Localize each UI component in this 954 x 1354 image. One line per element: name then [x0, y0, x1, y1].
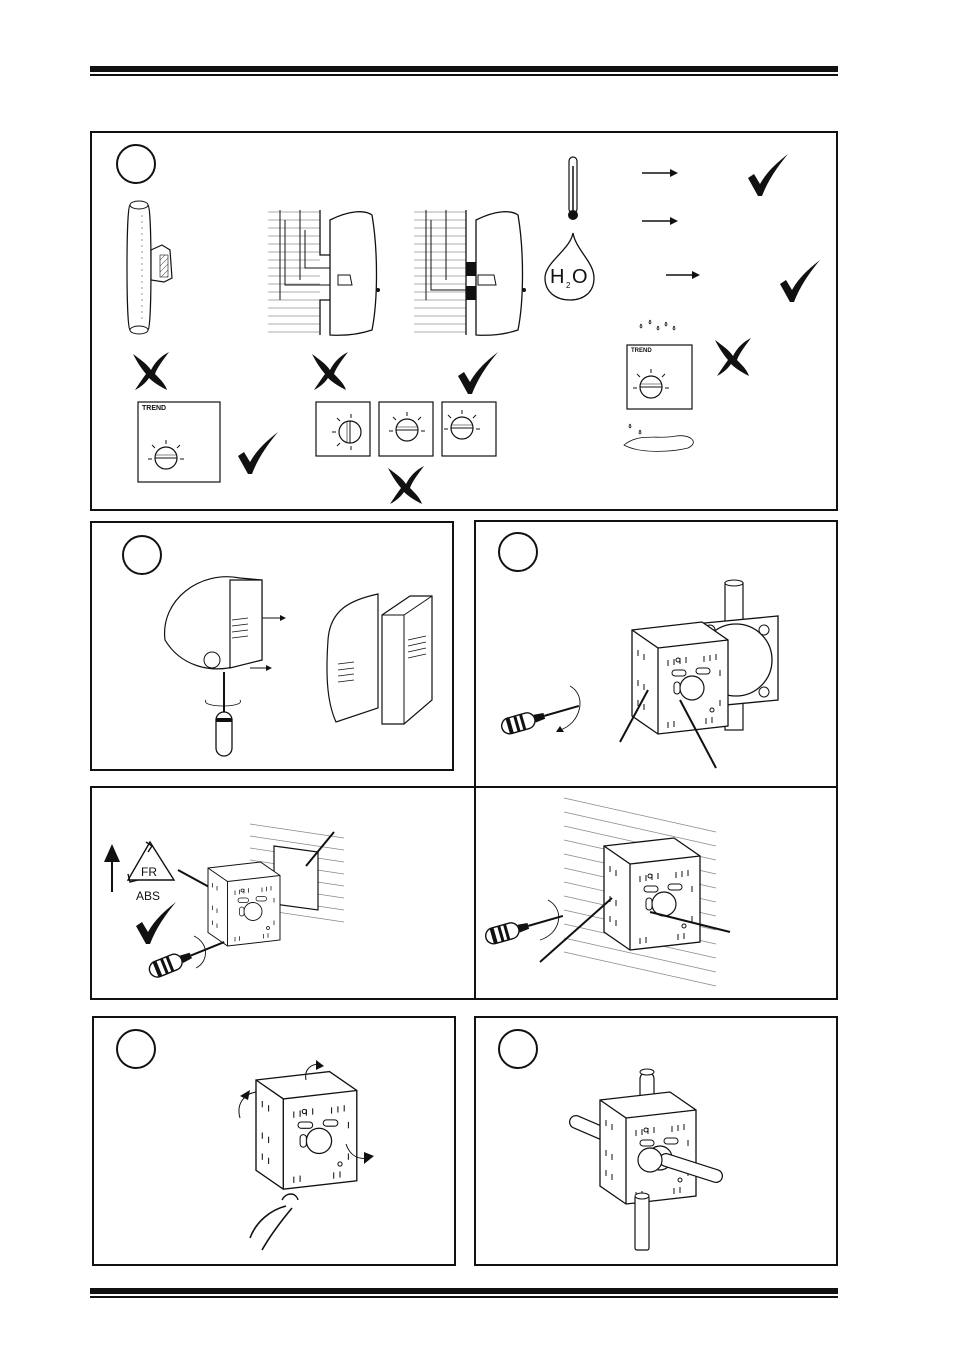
brand-logo: TREND	[631, 348, 652, 354]
cross-mark-icon	[133, 352, 169, 390]
check-mark-icon	[748, 154, 788, 196]
brand-logo: TREND	[142, 405, 166, 412]
arrow-right-icon	[642, 217, 678, 225]
wall-cavity-unsealed-illustration	[268, 210, 380, 335]
check-mark-icon	[458, 352, 498, 394]
water-symbol-o: O	[572, 266, 588, 288]
check-mark-icon	[780, 260, 820, 302]
cross-mark-icon	[388, 466, 424, 504]
thermometer-icon	[568, 157, 578, 220]
dripping-water-illustration	[624, 320, 693, 451]
cross-mark-icon	[715, 338, 751, 376]
cross-mark-icon	[312, 352, 348, 390]
check-mark-icon	[238, 432, 278, 474]
correct-orientation-illustration	[138, 402, 220, 482]
wrong-orientation-illustrations	[316, 402, 496, 456]
arrow-right-icon	[642, 169, 678, 177]
panel-wall-mounting	[90, 786, 838, 1000]
pipe-mounted-sensor-illustration	[127, 201, 172, 334]
step-circle-2	[122, 535, 162, 575]
step-circle-6	[498, 1029, 538, 1069]
step-circle-5	[116, 1029, 156, 1069]
water-symbol-h: H	[550, 266, 564, 288]
wall-cavity-sealed-illustration	[414, 210, 526, 335]
arrow-right-icon	[666, 271, 700, 279]
water-symbol-subscript: 2	[566, 281, 571, 290]
step-circle-3	[498, 532, 538, 572]
